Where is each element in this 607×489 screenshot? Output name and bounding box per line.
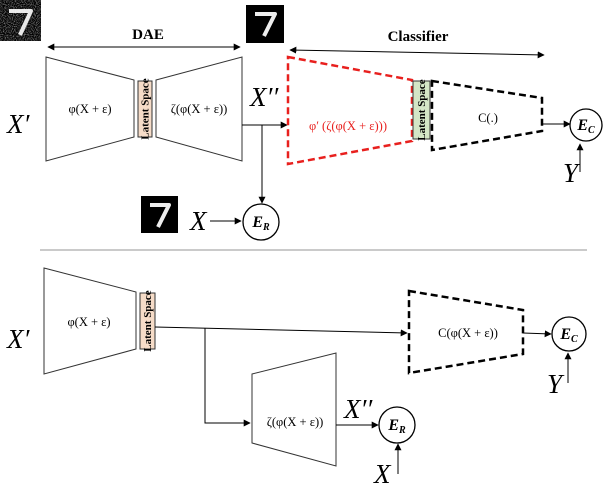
dae-label: DAE xyxy=(132,27,164,43)
latent-space-top-label: Latent Space xyxy=(140,78,152,140)
ec-top-label: EC xyxy=(576,117,595,136)
er-top-label: ER xyxy=(251,214,270,233)
er-bottom-label: ER xyxy=(387,417,406,436)
decoder-block xyxy=(155,56,243,162)
decoder-formula: ζ(φ(X + ε)) xyxy=(171,102,228,116)
ec-top-circle xyxy=(569,108,603,142)
encoder-formula: φ(X + ε) xyxy=(68,102,111,116)
x-double-prime-top: X′′ xyxy=(249,82,279,112)
er-top-circle xyxy=(242,203,280,241)
decoder-block-bottom xyxy=(251,352,337,467)
y-top: Y xyxy=(563,158,581,188)
encoder-formula-bottom: φ(X + ε) xyxy=(67,315,110,329)
classifier-block-bottom xyxy=(407,289,525,375)
x-top: X xyxy=(189,206,208,236)
classifier-head-formula: C(.) xyxy=(478,111,498,125)
er-bottom-circle xyxy=(378,406,416,444)
x-prime-top: X′ xyxy=(6,109,30,139)
classifier-label: Classifier xyxy=(388,29,449,45)
encoder-block xyxy=(45,56,135,162)
digit-7-clean-image-small xyxy=(141,196,178,233)
classifier-encoder-block xyxy=(286,55,414,166)
x-double-prime-bottom: X′′ xyxy=(343,394,373,424)
encoder-block-bottom xyxy=(43,267,137,375)
ec-bottom-circle xyxy=(551,316,587,352)
classifier-to-ec-bottom-arrow xyxy=(522,330,552,338)
latent-space-classifier xyxy=(412,80,431,140)
latent-space-classifier-label: Latent Space xyxy=(416,79,428,141)
latent-to-decoder-arrow xyxy=(204,328,251,427)
classifier-formula-bottom: C(φ(X + ε)) xyxy=(438,326,498,340)
x-bottom: X xyxy=(373,459,392,489)
digit-7-noisy-image xyxy=(0,0,41,41)
classifier-head-block xyxy=(430,79,544,152)
latent-space-bottom-label: Latent Space xyxy=(142,290,154,352)
digit-7-clean-image xyxy=(246,5,284,43)
latent-space-top xyxy=(137,80,153,138)
decoder-formula-bottom: ζ(φ(X + ε)) xyxy=(267,415,324,429)
latent-to-classifier-arrow xyxy=(154,326,408,337)
x-prime-bottom: X′ xyxy=(6,324,30,354)
classifier-encoder-formula: φ′ (ζ(φ(X + ε))) xyxy=(309,119,387,133)
classifier-span-arrow xyxy=(289,46,545,59)
y-bottom: Y xyxy=(547,369,565,399)
latent-space-bottom xyxy=(139,292,156,350)
ec-bottom-label: EC xyxy=(559,326,578,345)
